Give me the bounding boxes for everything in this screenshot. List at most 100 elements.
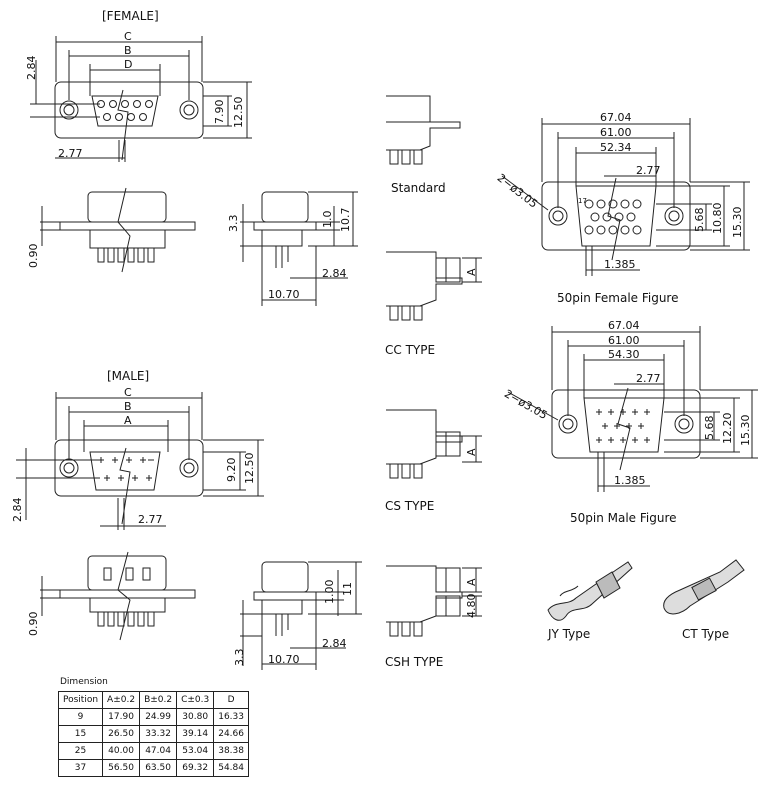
table-header: B±0.2 (139, 691, 178, 709)
dim-277-female: 2.77 (58, 147, 83, 160)
dim-33-female: 3.3 (227, 214, 240, 233)
table-row: 15 26.50 33.32 39.14 24.66 (57, 725, 249, 743)
ct-type-label: CT Type (682, 627, 730, 641)
table-cell: 15 (57, 725, 104, 743)
dim-284-female: 2.84 (25, 55, 38, 81)
cs-type-label: CS TYPE (385, 499, 435, 513)
table-cell: 17.90 (102, 708, 141, 726)
table-cell: 69.32 (176, 759, 215, 777)
table-caption: Dimension (60, 677, 108, 687)
dim-568-male: 5.68 (703, 415, 716, 441)
dim-6704-male: 67.04 (608, 319, 640, 332)
csh-type-label: CSH TYPE (385, 655, 444, 669)
fifty-pin-female-figure (501, 118, 750, 276)
csh-type-profile (386, 565, 482, 637)
dim-11: 11 (341, 582, 354, 596)
dim-1080: 10.80 (711, 202, 724, 235)
table-cell: 33.32 (139, 725, 178, 743)
table-cell: 37 (57, 759, 104, 777)
fifty-pin-female-label: 50pin Female Figure (557, 291, 679, 305)
dim-277-50-male: 2.77 (636, 372, 661, 385)
jy-type-label: JY Type (548, 627, 591, 641)
dim-1250-female: 12.50 (232, 96, 245, 129)
table-cell: 47.04 (139, 742, 178, 760)
dim-277-male: 2.77 (138, 513, 163, 526)
dim-10: 1.0 (321, 210, 334, 229)
table-header: A±0.2 (102, 691, 141, 709)
table-cell: 30.80 (176, 708, 215, 726)
dim-c-female: C (124, 30, 132, 43)
dim-a-cs: A (465, 448, 478, 456)
standard-profile (386, 95, 461, 165)
dim-284-male: 2.84 (11, 497, 24, 523)
dim-6100-female: 61.00 (600, 126, 632, 139)
dim-480: 4.80 (465, 593, 478, 619)
table-cell: 26.50 (102, 725, 141, 743)
table-row: 37 56.50 63.50 69.32 54.84 (57, 759, 249, 777)
jy-type-contact (547, 561, 633, 621)
fifty-pin-male-figure (507, 326, 758, 492)
dim-1250-male: 12.50 (243, 452, 256, 485)
male-end-view (240, 561, 362, 670)
male-side-view (40, 551, 196, 641)
table-cell: 9 (57, 708, 104, 726)
dim-a-csh: A (465, 578, 478, 586)
dim-1070-male: 10.70 (268, 653, 300, 666)
table-cell: 24.66 (213, 725, 249, 743)
dim-1385-male: 1.385 (614, 474, 646, 487)
dim-33-male: 3.3 (233, 648, 246, 667)
standard-label: Standard (391, 181, 446, 195)
table-cell: 54.84 (213, 759, 249, 777)
dim-6100-male: 61.00 (608, 334, 640, 347)
dim-568-female: 5.68 (693, 207, 706, 233)
table-cell: 40.00 (102, 742, 141, 760)
ct-type-contact (663, 559, 745, 615)
dim-284-female-end: 2.84 (322, 267, 347, 280)
table-row: 25 40.00 47.04 53.04 38.38 (57, 742, 249, 760)
dim-284-male-end: 2.84 (322, 637, 347, 650)
table-cell: 16.33 (213, 708, 249, 726)
dim-c-male: C (124, 386, 132, 399)
dim-6704-female: 67.04 (600, 111, 632, 124)
dim-790: 7.90 (213, 99, 226, 125)
table-header: C±0.3 (176, 691, 215, 709)
dim-1220: 12.20 (721, 412, 734, 445)
female-front-view (30, 36, 252, 162)
dim-090-female: 0.90 (27, 243, 40, 269)
dim-107: 10.7 (339, 207, 352, 233)
table-cell: 24.99 (139, 708, 178, 726)
dim-b-female: B (124, 44, 132, 57)
dim-090-male: 0.90 (27, 611, 40, 637)
dim-b-male: B (124, 400, 132, 413)
dim-1530-female: 15.30 (731, 206, 744, 239)
female-title: [FEMALE] (102, 9, 159, 23)
male-front-view (16, 392, 264, 530)
table-header-row: Position A±0.2 B±0.2 C±0.3 D (57, 691, 249, 709)
male-title: [MALE] (107, 369, 150, 383)
dim-1385-female: 1.385 (604, 258, 636, 271)
dimension-table: Position A±0.2 B±0.2 C±0.3 D 9 17.90 24.… (57, 691, 249, 777)
dim-5430: 54.30 (608, 348, 640, 361)
dim-d-female: D (124, 58, 133, 71)
table-cell: 39.14 (176, 725, 215, 743)
cc-type-profile (386, 251, 482, 321)
table-cell: 25 (57, 742, 104, 760)
table-header: Position (57, 691, 104, 709)
dim-1530-male: 15.30 (739, 414, 752, 447)
dim-a-male: A (124, 414, 132, 427)
female-end-view (240, 191, 358, 306)
dim-920: 9.20 (225, 457, 238, 483)
dim-100: 1.00 (323, 579, 336, 605)
table-cell: 38.38 (213, 742, 249, 760)
dim-277-50-female: 2.77 (636, 164, 661, 177)
dim-1070-female: 10.70 (268, 288, 300, 301)
table-cell: 53.04 (176, 742, 215, 760)
table-header: D (213, 691, 249, 709)
table-row: 9 17.90 24.99 30.80 16.33 (57, 708, 249, 726)
female-side-view (40, 187, 196, 273)
dim-a-cc: A (465, 268, 478, 276)
cs-type-profile (386, 409, 482, 479)
dim-5234: 52.34 (600, 141, 632, 154)
table-cell: 63.50 (139, 759, 178, 777)
table-cell: 56.50 (102, 759, 141, 777)
